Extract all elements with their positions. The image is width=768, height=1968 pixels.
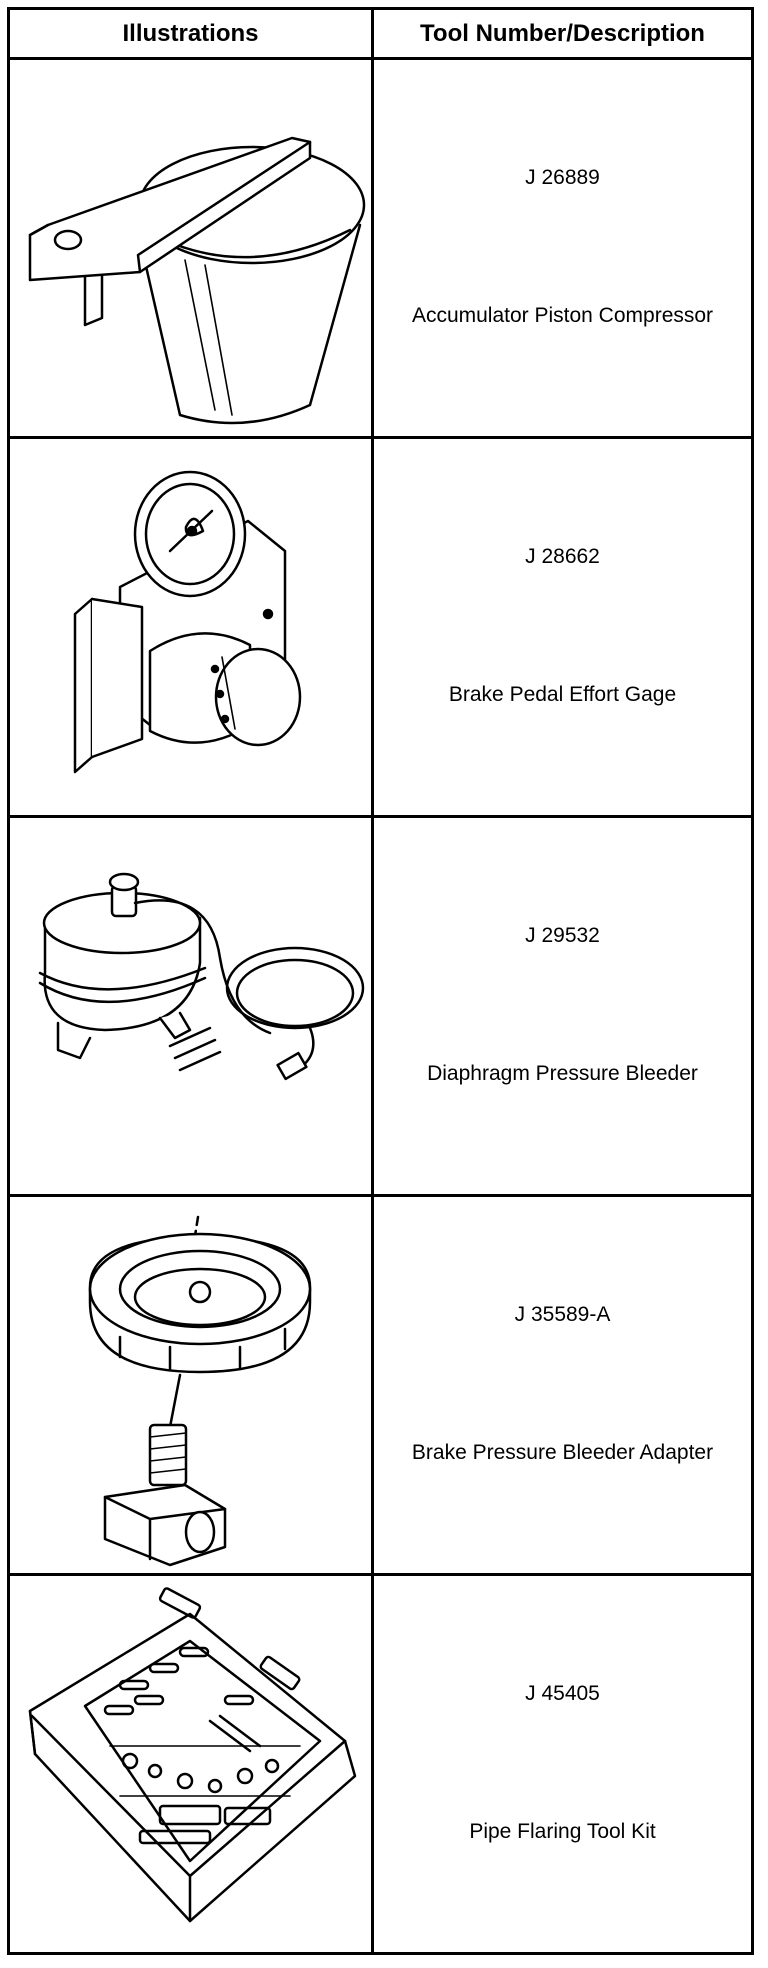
illustration-cell — [10, 439, 374, 815]
tool-number: J 26889 — [525, 166, 600, 189]
tool-description: Accumulator Piston Compressor — [411, 304, 714, 327]
table-header: Illustrations Tool Number/Description — [10, 10, 751, 60]
table-row: J 35589-A Brake Pressure Bleeder Adapter — [10, 1197, 751, 1576]
pressure-bleeder-illustration — [38, 872, 365, 1081]
tool-number: J 35589-A — [514, 1303, 611, 1326]
tool-description-header: Tool Number/Description — [420, 19, 705, 47]
illustration-cell — [10, 818, 374, 1194]
flaring-kit-illustration — [28, 1587, 357, 1923]
tool-cell: J 45405 Pipe Flaring Tool Kit — [374, 1576, 751, 1955]
bleeder-adapter-illustration — [88, 1215, 312, 1567]
table-row: J 29532 Diaphragm Pressure Bleeder — [10, 818, 751, 1197]
tool-cell: J 35589-A Brake Pressure Bleeder Adapter — [374, 1197, 751, 1573]
table-row: J 26889 Accumulator Piston Compressor — [10, 60, 751, 439]
tool-table: Illustrations Tool Number/Description J … — [7, 7, 754, 1955]
tool-description: Brake Pedal Effort Gage — [448, 683, 677, 706]
tool-number: J 29532 — [525, 924, 600, 947]
table-row: J 28662 Brake Pedal Effort Gage — [10, 439, 751, 818]
illustration-cell — [10, 60, 374, 436]
tool-description: Pipe Flaring Tool Kit — [469, 1820, 656, 1843]
tool-cell: J 28662 Brake Pedal Effort Gage — [374, 439, 751, 815]
illustration-cell — [10, 1197, 374, 1573]
table-row: J 45405 Pipe Flaring Tool Kit — [10, 1576, 751, 1955]
tool-cell: J 26889 Accumulator Piston Compressor — [374, 60, 751, 436]
illustrations-header: Illustrations — [10, 10, 374, 57]
tool-description: Diaphragm Pressure Bleeder — [427, 1062, 698, 1085]
tool-cell: J 29532 Diaphragm Pressure Bleeder — [374, 818, 751, 1194]
effort-gage-illustration — [73, 470, 302, 774]
tool-number: J 28662 — [525, 545, 600, 568]
piston-compressor-illustration — [28, 136, 366, 425]
illustration-cell — [10, 1576, 374, 1955]
tool-description: Brake Pressure Bleeder Adapter — [411, 1441, 714, 1464]
tool-number: J 45405 — [525, 1682, 600, 1705]
